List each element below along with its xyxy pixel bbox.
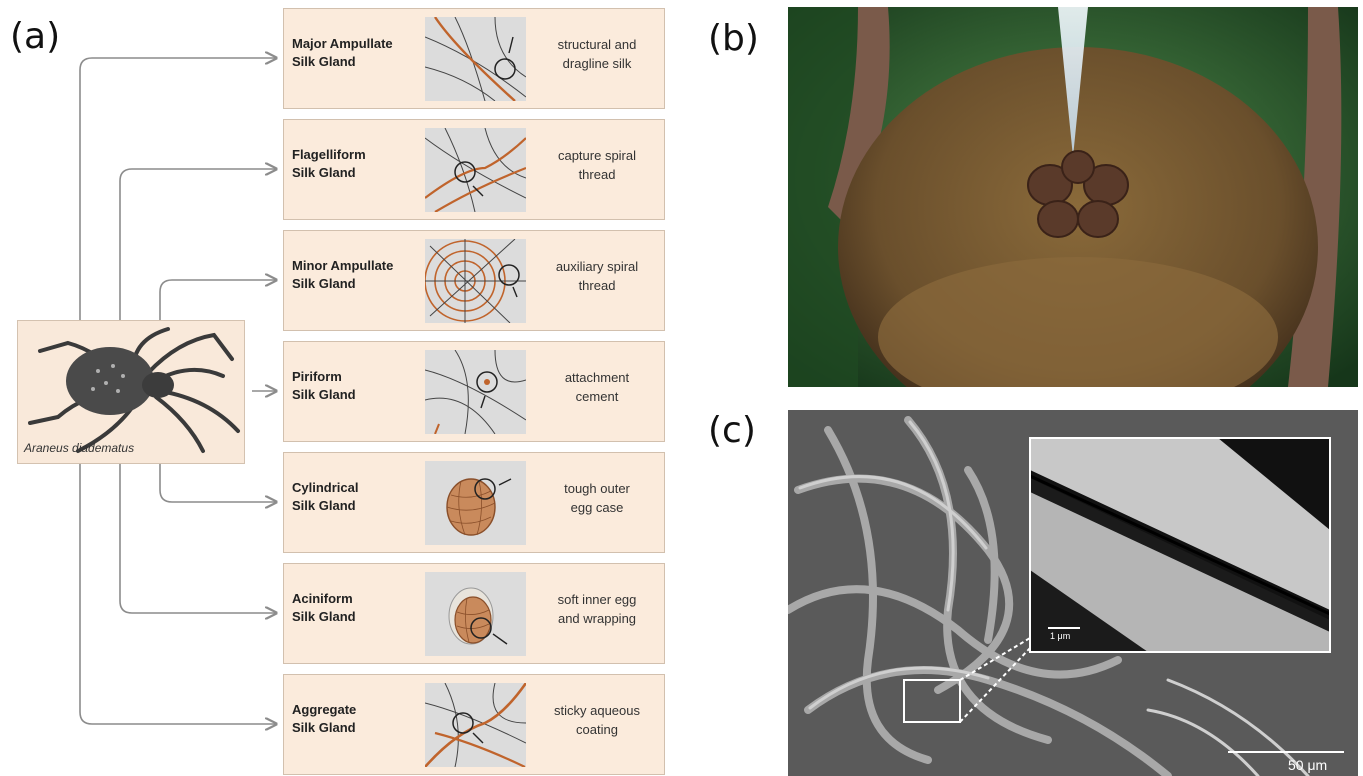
connector-flagelliform [120,169,276,320]
web-attachment-icon [425,350,526,434]
gland-name: Aggregate Silk Gland [292,701,420,737]
gland-name: Aciniform Silk Gland [292,590,420,626]
gland-major-ampullate: Major Ampullate Silk Gland structural an… [283,8,665,109]
gland-aciniform: Aciniform Silk Gland soft inner egg and … [283,563,665,664]
gland-minor-ampullate: Minor Ampullate Silk Gland auxiliary spi… [283,230,665,331]
gland-name: Piriform Silk Gland [292,368,420,404]
egg-wrapping-icon [425,572,526,656]
gland-cylindrical: Cylindrical Silk Gland tough outer egg c… [283,452,665,553]
gland-function: structural and dragline silk [534,35,660,73]
connector-aggregate [80,464,276,724]
connector-aciniform [120,464,276,613]
orb-web-icon [425,239,526,323]
gland-name: Minor Ampullate Silk Gland [292,257,420,293]
gland-function: tough outer egg case [534,479,660,517]
web-droplet-icon [425,683,526,767]
gland-function: attachment cement [534,368,660,406]
connector-minor-ampullate [160,280,276,320]
inset-image [1030,438,1330,652]
gland-flagelliform: Flagelliform Silk Gland capture spiral t… [283,119,665,220]
gland-piriform: Piriform Silk Gland attachment cement [283,341,665,442]
gland-function: capture spiral thread [534,146,660,184]
gland-name: Major Ampullate Silk Gland [292,35,420,71]
inset-scale-label: 1 μm [1050,631,1070,641]
gland-function: auxiliary spiral thread [534,257,660,295]
main-scale-label: 50 μm [1288,757,1327,773]
gland-function: soft inner egg and wrapping [534,590,660,628]
gland-aggregate: Aggregate Silk Gland sticky aqueous coat… [283,674,665,775]
spinneret-photo [788,7,1358,387]
gland-name: Flagelliform Silk Gland [292,146,420,182]
spider-box: Araneus diadematus [17,320,245,464]
sem-image [788,410,1358,776]
web-spiral-circle-icon [425,128,526,212]
gland-function: sticky aqueous coating [534,701,660,739]
web-corner-circle-icon [425,17,526,101]
connector-cylindrical [160,464,276,502]
gland-name: Cylindrical Silk Gland [292,479,420,515]
species-label: Araneus diadematus [24,441,134,455]
egg-case-icon [425,461,526,545]
